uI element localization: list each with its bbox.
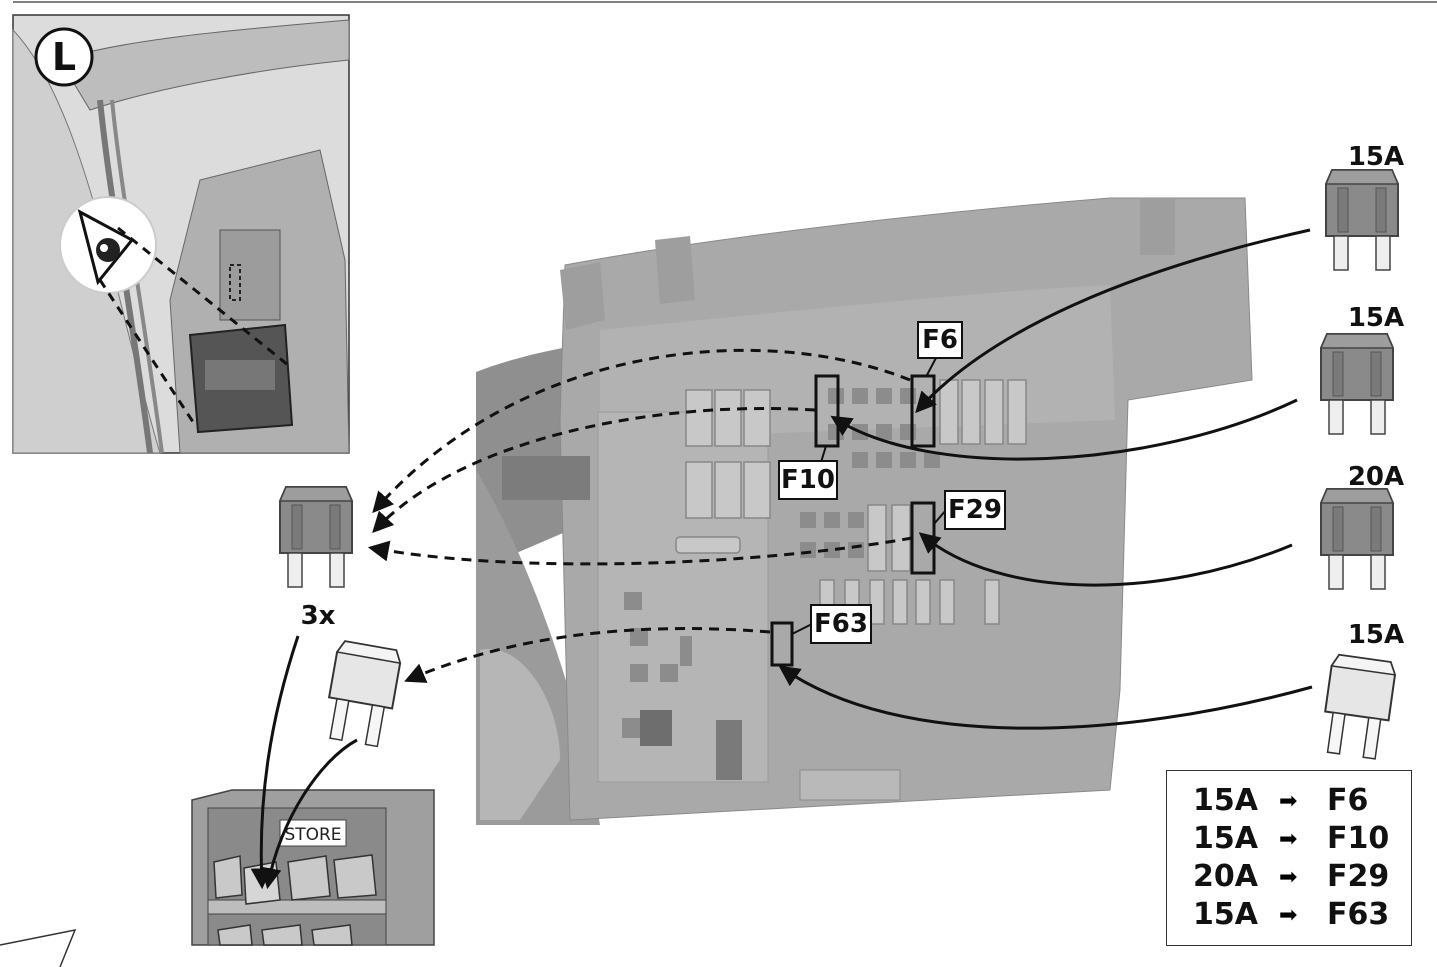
right-arrow-icon: ➡ xyxy=(1279,903,1298,928)
fuse-box-panel xyxy=(476,197,1253,825)
store-sign xyxy=(279,819,347,847)
new-fuse-3: 20A xyxy=(1320,462,1404,590)
legend-fuse: F63 xyxy=(1327,897,1390,932)
install-arrow-f29 xyxy=(918,532,1293,587)
legend-row: 20A ➡ F29 xyxy=(1167,859,1411,899)
side-badge xyxy=(34,27,94,87)
callout-f6-label: F6 xyxy=(922,325,958,355)
removal-arrow-f63 xyxy=(404,627,771,683)
store-arrow-2 xyxy=(260,738,358,890)
removed-fuse-count: 3x xyxy=(301,601,336,631)
new-fuse-4: 15A xyxy=(1318,620,1404,761)
new-fuse-1: 15A xyxy=(1325,142,1404,271)
install-arrow-f10 xyxy=(830,398,1298,461)
fuse-legend: 15A ➡ F6 15A ➡ F10 20A ➡ F29 15A ➡ F63 xyxy=(1166,770,1412,946)
location-inset: L xyxy=(12,14,350,454)
new-fuse-3-rating: 20A xyxy=(1348,462,1404,492)
callout-f63: F63 xyxy=(810,604,872,644)
slot-f10 xyxy=(814,374,840,448)
removed-fuse-light xyxy=(321,639,404,749)
legend-amp: 20A xyxy=(1193,859,1258,894)
store-arrow-1 xyxy=(250,635,300,890)
install-arrow-f63 xyxy=(778,665,1313,730)
legend-fuse: F6 xyxy=(1327,783,1369,818)
legend-amp: 15A xyxy=(1193,821,1258,856)
slot-f63 xyxy=(770,621,794,667)
new-fuse-4-rating: 15A xyxy=(1348,620,1404,650)
legend-fuse: F10 xyxy=(1327,821,1390,856)
legend-row: 15A ➡ F10 xyxy=(1167,821,1411,861)
right-arrow-icon: ➡ xyxy=(1279,827,1298,852)
legend-fuse: F29 xyxy=(1327,859,1390,894)
new-fuse-1-rating: 15A xyxy=(1348,142,1404,172)
store-arrows xyxy=(250,635,358,890)
store-shelf: STORE xyxy=(191,789,435,946)
legend-row: 15A ➡ F63 xyxy=(1167,897,1411,937)
install-arrow-f6 xyxy=(915,228,1311,414)
removed-fuse: 3x xyxy=(279,486,353,631)
legend-amp: 15A xyxy=(1193,897,1258,932)
legend-row: 15A ➡ F6 xyxy=(1167,783,1411,823)
callout-f29: F29 xyxy=(944,490,1006,530)
eye-icon xyxy=(77,209,135,286)
legend-amp: 15A xyxy=(1193,783,1258,818)
new-fuse-2-rating: 15A xyxy=(1348,303,1404,333)
removal-arrows xyxy=(367,348,913,683)
callout-f29-label: F29 xyxy=(948,495,1002,525)
right-arrow-icon: ➡ xyxy=(1279,865,1298,890)
callout-f10-label: F10 xyxy=(781,465,835,495)
install-arrows xyxy=(778,228,1313,730)
removal-arrow-f10 xyxy=(372,407,816,534)
removal-arrow-f6 xyxy=(372,348,911,514)
callout-f6: F6 xyxy=(917,321,963,359)
side-label: L xyxy=(52,35,76,79)
removal-arrow-f29 xyxy=(367,536,913,566)
right-arrow-icon: ➡ xyxy=(1279,789,1298,814)
page-corner-mark xyxy=(0,928,77,967)
new-fuse-2: 15A xyxy=(1320,303,1404,435)
callout-f63-label: F63 xyxy=(814,609,868,639)
callout-f10: F10 xyxy=(778,460,838,500)
store-label: STORE xyxy=(284,825,341,845)
